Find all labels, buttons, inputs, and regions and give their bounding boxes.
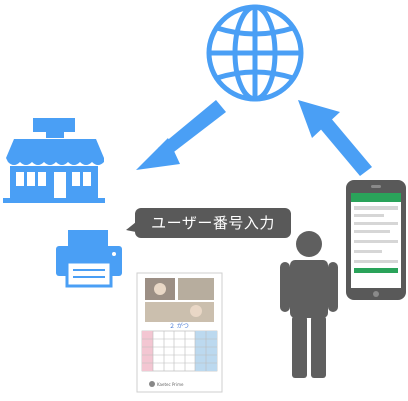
arrow-icon [298, 100, 372, 176]
speech-bubble-text: ユーザー番号入力 [151, 214, 275, 232]
smartphone-icon [346, 180, 406, 300]
calendar-month-label: ２ がつ [169, 323, 189, 330]
speech-bubble: ユーザー番号入力 [126, 208, 291, 238]
person-icon [280, 231, 338, 378]
arrow-icon [136, 100, 226, 170]
printer-icon [56, 230, 122, 288]
globe-icon [206, 4, 304, 102]
printed-calendar [136, 272, 223, 393]
calendar-brand: Kaetec Prime [157, 382, 184, 387]
